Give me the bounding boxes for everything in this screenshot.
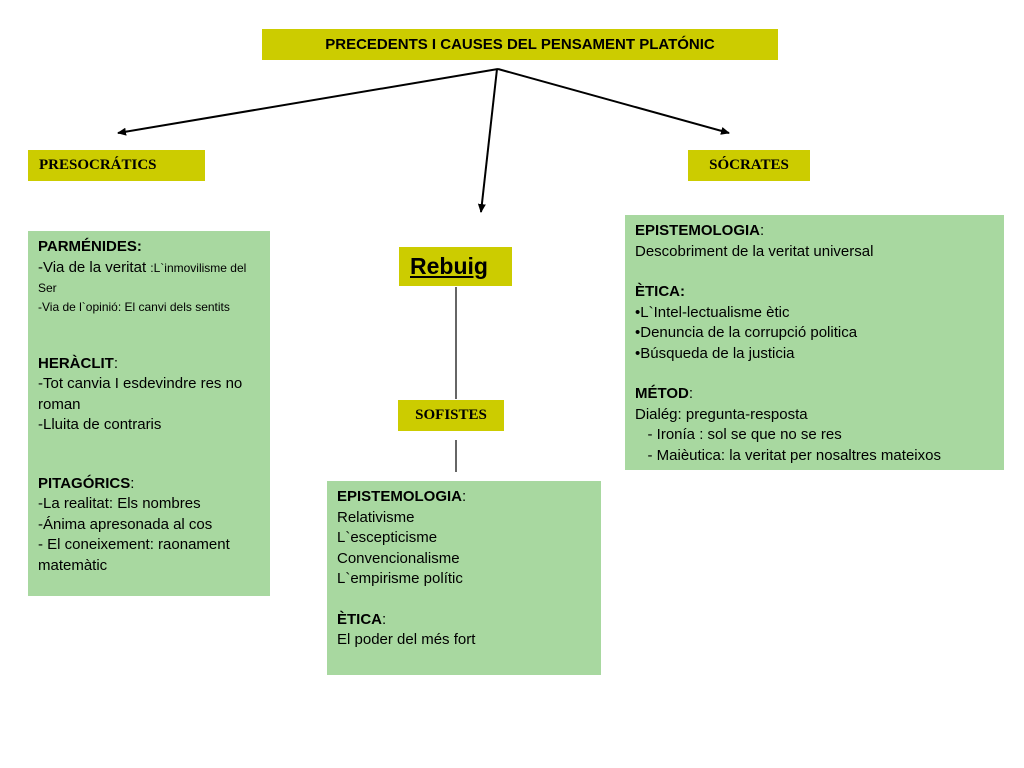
sofistes-epist-item: Relativisme [337, 508, 415, 526]
socrates-epist-line: Descobriment de la veritat universal [635, 242, 874, 260]
presocratics-label: PRESOCRÁTICS [28, 150, 205, 181]
sofistes-epist-item: Convencionalisme [337, 549, 460, 567]
pitagorics-line-2: -Ánima apresonada al cos [38, 515, 213, 533]
pitagorics-heading: PITAGÓRICS: [38, 474, 135, 492]
sofistes-etica-heading-text: ÈTICA [337, 610, 382, 628]
socrates-epist-heading-text: EPISTEMOLOGIA [635, 222, 761, 239]
parmenides-line-1a: -Via de la veritat [38, 258, 151, 276]
rebuig-label: Rebuig [399, 247, 512, 286]
sofistes-etica-heading: ÈTICA: [337, 610, 387, 628]
parmenides-line-2: -Via de l`opinió: El canvi dels sentits [38, 299, 230, 314]
parmenides-line-1: -Via de la veritat :L`inmovilisme del Se… [38, 258, 260, 299]
pitagorics-line-1: -La realitat: Els nombres [38, 495, 201, 512]
pitagorics-heading-text: PITAGÓRICS [38, 474, 131, 492]
presocratics-box: PARMÉNIDES: -Via de la veritat :L`inmovi… [28, 231, 270, 596]
arrow-to-socrates [497, 68, 730, 135]
socrates-etica-heading: ÈTICA: [635, 283, 685, 300]
parmenides-line-1b: :L`inmovilisme del Ser [38, 260, 247, 296]
diagram-title: PRECEDENTS I CAUSES DEL PENSAMENT PLATÓN… [262, 29, 778, 60]
sofistes-epist-item: L`empirisme polític [337, 570, 463, 587]
sofistes-epist-heading-text: EPISTEMOLOGIA [337, 488, 463, 505]
socrates-label: SÓCRATES [688, 150, 810, 181]
sofistes-label: SOFISTES [398, 400, 504, 431]
heraclit-line-2: -Lluita de contraris [38, 416, 162, 433]
socrates-epist-heading: EPISTEMOLOGIA: [635, 222, 765, 239]
pitagorics-line-3: - El coneixement: raonament matemàtic [38, 536, 230, 574]
sofistes-box: EPISTEMOLOGIA: Relativisme L`escepticism… [327, 481, 601, 675]
socrates-metod-line-3: - Maièutica: la veritat per nosaltres ma… [635, 446, 941, 464]
arrow-to-presocratics [117, 68, 499, 136]
heraclit-line-1: -Tot canvia I esdevindre res no roman [38, 375, 243, 413]
socrates-metod-heading: MÉTOD: [635, 385, 694, 402]
sofistes-etica-line: El poder del més fort [337, 631, 476, 648]
socrates-etica-item: •Búsqueda de la justicia [635, 344, 795, 362]
sofistes-epist-item: L`escepticisme [337, 529, 438, 546]
socrates-etica-item: •Denuncia de la corrupció politica [635, 324, 858, 341]
socrates-metod-line-1: Dialég: pregunta-resposta [635, 405, 808, 423]
socrates-etica-item: •L`Intel-lectualisme ètic [635, 303, 790, 321]
heraclit-heading-text: HERÀCLIT [38, 354, 114, 372]
heraclit-heading: HERÀCLIT: [38, 354, 118, 372]
arrow-to-rebuig [477, 68, 498, 213]
sofistes-epist-heading: EPISTEMOLOGIA: [337, 488, 467, 505]
socrates-metod-heading-text: MÉTOD [635, 385, 689, 402]
socrates-box: EPISTEMOLOGIA: Descobriment de la verita… [625, 215, 1004, 470]
parmenides-heading: PARMÉNIDES: [38, 238, 142, 255]
socrates-metod-line-2: - Ironía : sol se que no se res [635, 426, 842, 443]
